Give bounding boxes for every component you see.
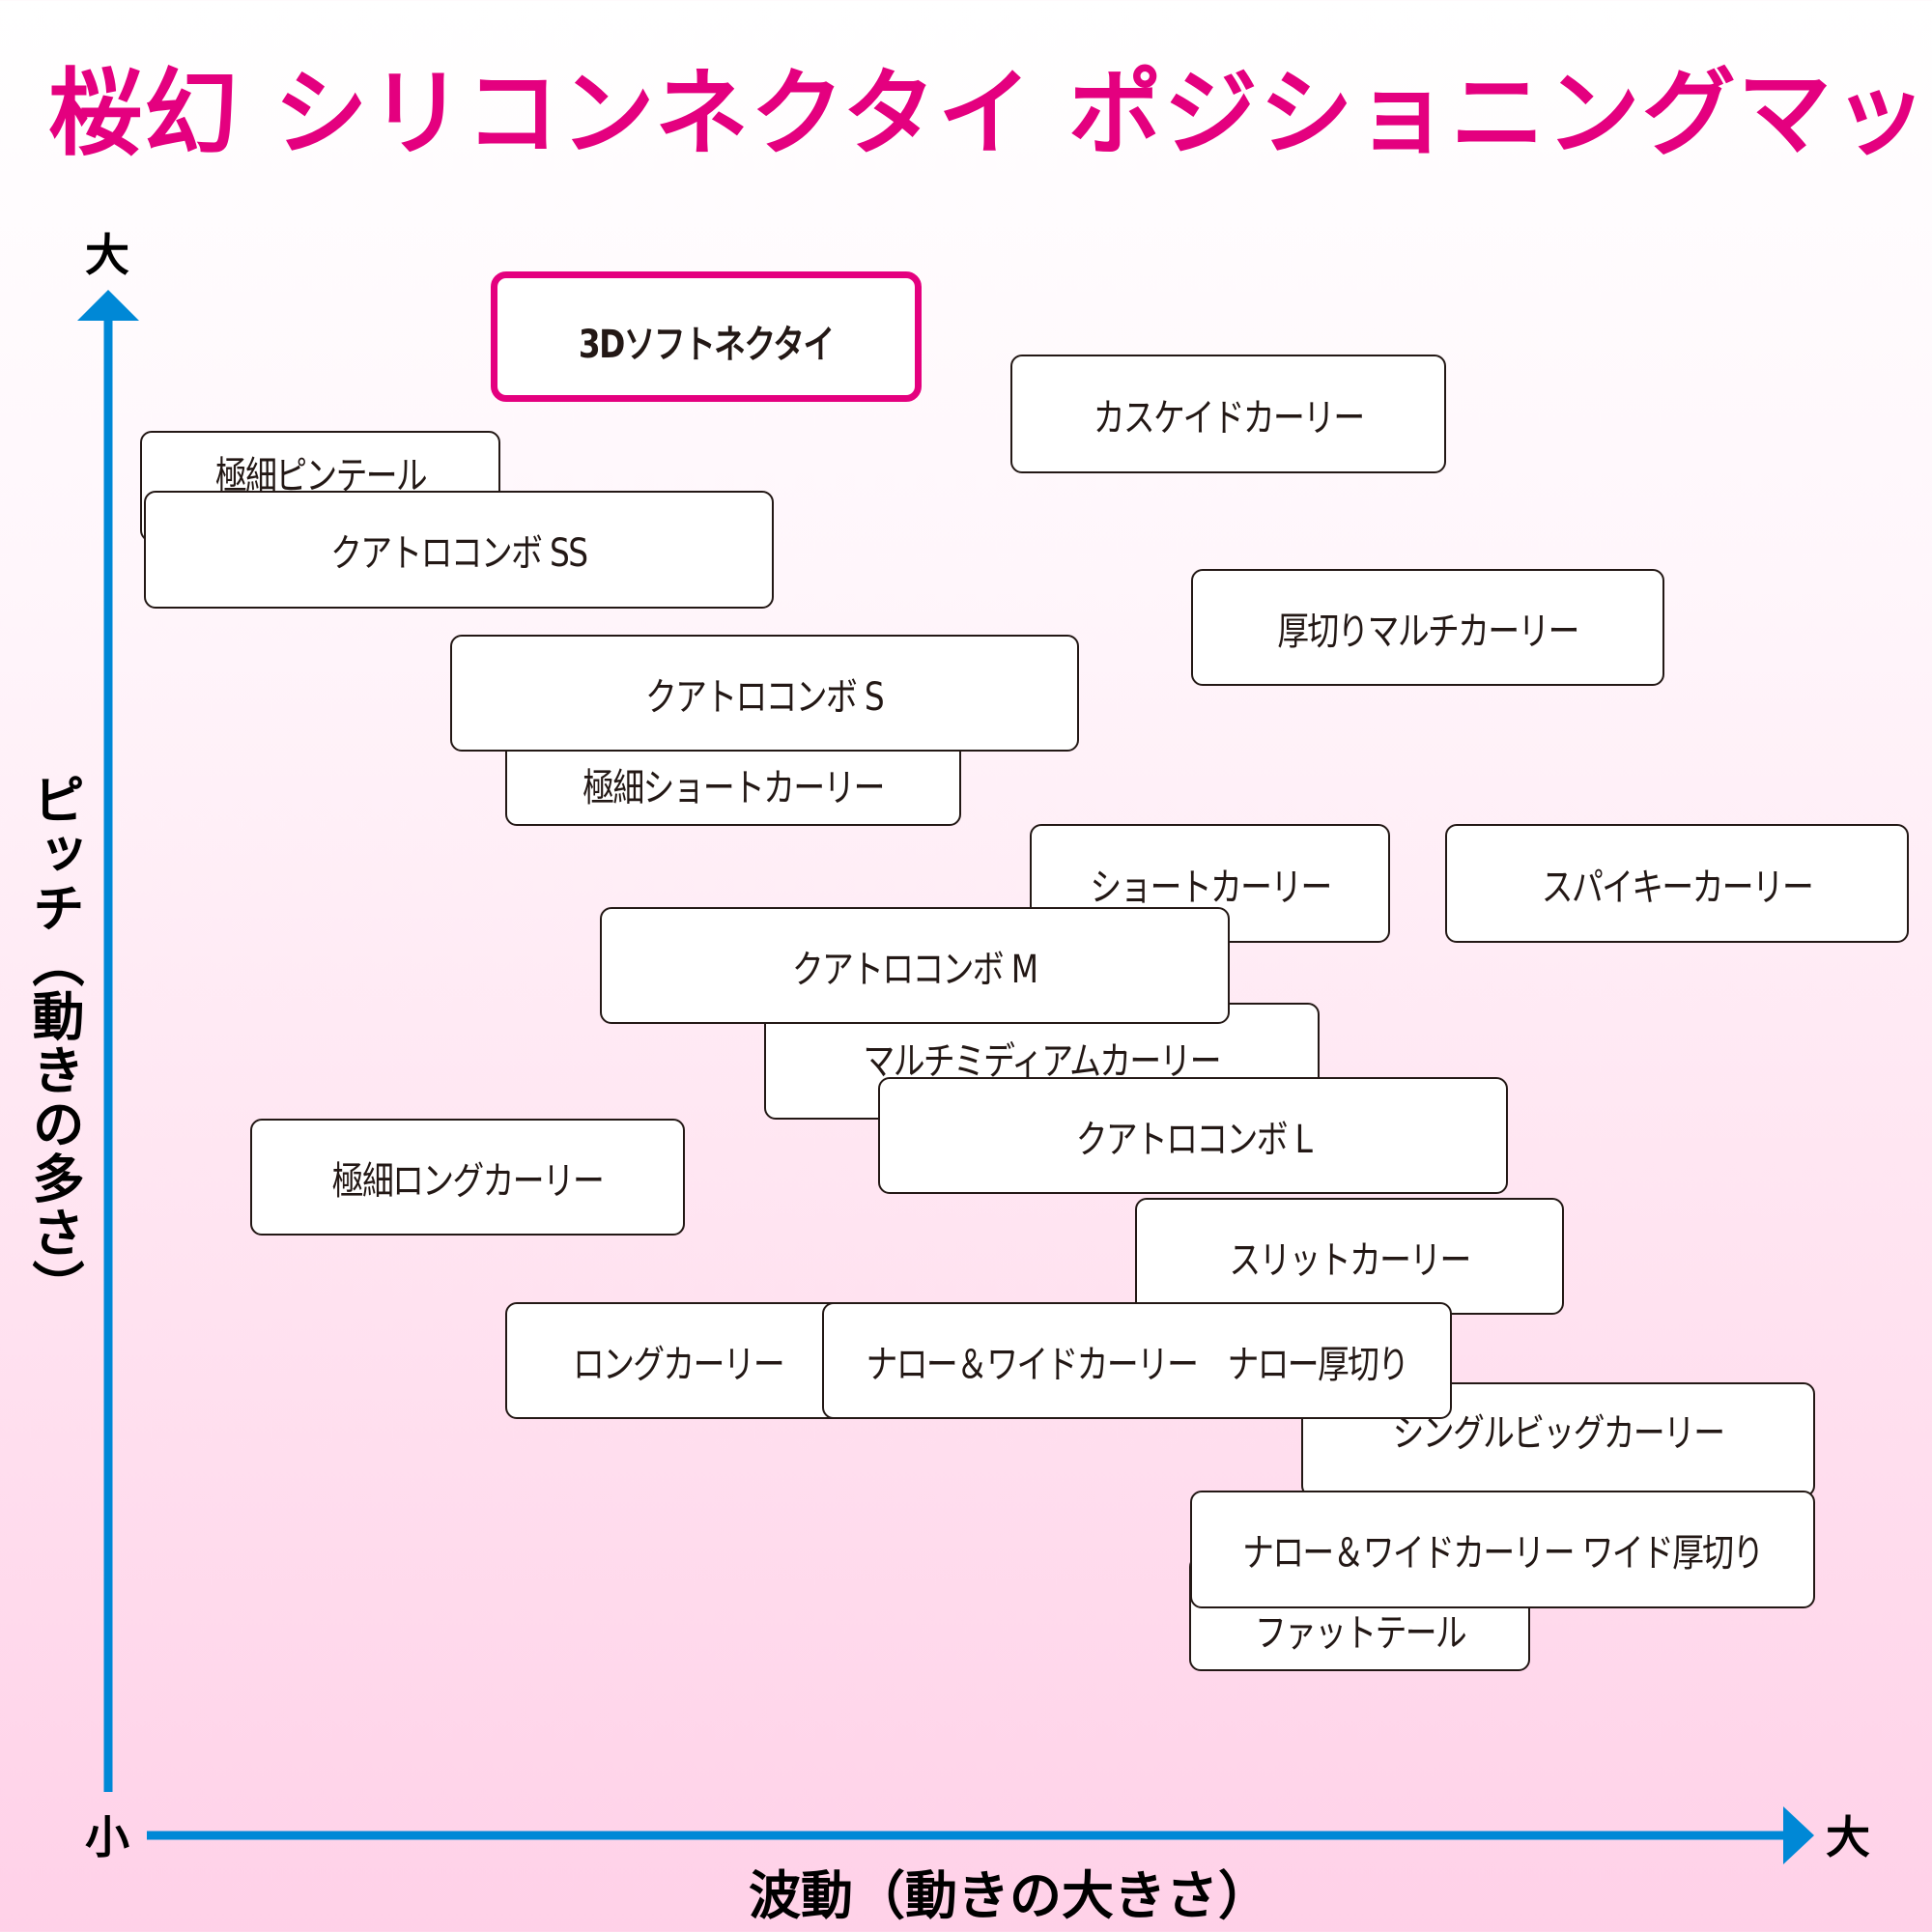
product-label: クアトロコンボ S: [645, 674, 885, 720]
product-label: カスケイドカーリー: [1093, 395, 1365, 440]
product-3d-soft-necktie: 3Dソフトネクタイ: [491, 271, 922, 402]
product-spiky-curly: スパイキーカーリー: [1445, 824, 1909, 943]
product-narrow-thick: ナロー＆ワイドカーリー ナロー厚切り: [822, 1302, 1452, 1419]
product-label: ナロー＆ワイドカーリー ナロー厚切り: [866, 1342, 1410, 1387]
x-axis-high-label: 大: [1826, 1811, 1870, 1863]
product-label: 3Dソフトネクタイ: [579, 323, 835, 367]
product-quattro-combo-l: クアトロコンボ L: [878, 1077, 1508, 1194]
product-label: マルチミディアムカーリー: [863, 1039, 1222, 1084]
product-label: クアトロコンボ L: [1075, 1117, 1312, 1162]
product-thin-long-curly: 極細ロングカーリー: [250, 1119, 685, 1236]
product-label: クアトロコンボ M: [792, 947, 1038, 992]
product-label: 極細ロングカーリー: [331, 1158, 605, 1204]
product-quattro-combo-s: クアトロコンボ S: [450, 635, 1079, 752]
origin-low-label: 小: [85, 1811, 129, 1863]
y-axis-title: ピッチ（動きの多さ）: [23, 773, 84, 1314]
y-axis-arrowhead: [77, 290, 139, 321]
product-label: クアトロコンボ SS: [330, 531, 588, 576]
product-wide-thick: ナロー＆ワイドカーリー ワイド厚切り: [1190, 1491, 1815, 1608]
product-label: ロングカーリー: [572, 1342, 784, 1387]
product-cascade-curly: カスケイドカーリー: [1010, 355, 1446, 473]
product-thick-multi-curly: 厚切りマルチカーリー: [1191, 569, 1664, 686]
product-quattro-combo-m: クアトロコンボ M: [600, 907, 1230, 1024]
product-label: 極細ショートカーリー: [582, 765, 885, 810]
product-label: ファットテール: [1254, 1611, 1466, 1656]
y-axis-high-label: 大: [85, 229, 129, 281]
product-label: スリットカーリー: [1229, 1237, 1471, 1283]
product-long-curly: ロングカーリー: [505, 1302, 850, 1419]
x-axis-title: 波動（動きの大きさ）: [749, 1865, 1270, 1926]
product-label: スパイキーカーリー: [1541, 865, 1814, 910]
product-slit-curly: スリットカーリー: [1135, 1198, 1564, 1315]
product-label: ショートカーリー: [1089, 865, 1332, 910]
product-label: ナロー＆ワイドカーリー ワイド厚切り: [1242, 1531, 1764, 1576]
product-quattro-combo-ss: クアトロコンボ SS: [144, 491, 774, 609]
product-label: 厚切りマルチカーリー: [1277, 609, 1579, 654]
page-title: 桜幻 シリコンネクタイ ポジショニングマップ: [48, 59, 1932, 169]
product-label: シングルビッグカーリー: [1392, 1411, 1725, 1456]
